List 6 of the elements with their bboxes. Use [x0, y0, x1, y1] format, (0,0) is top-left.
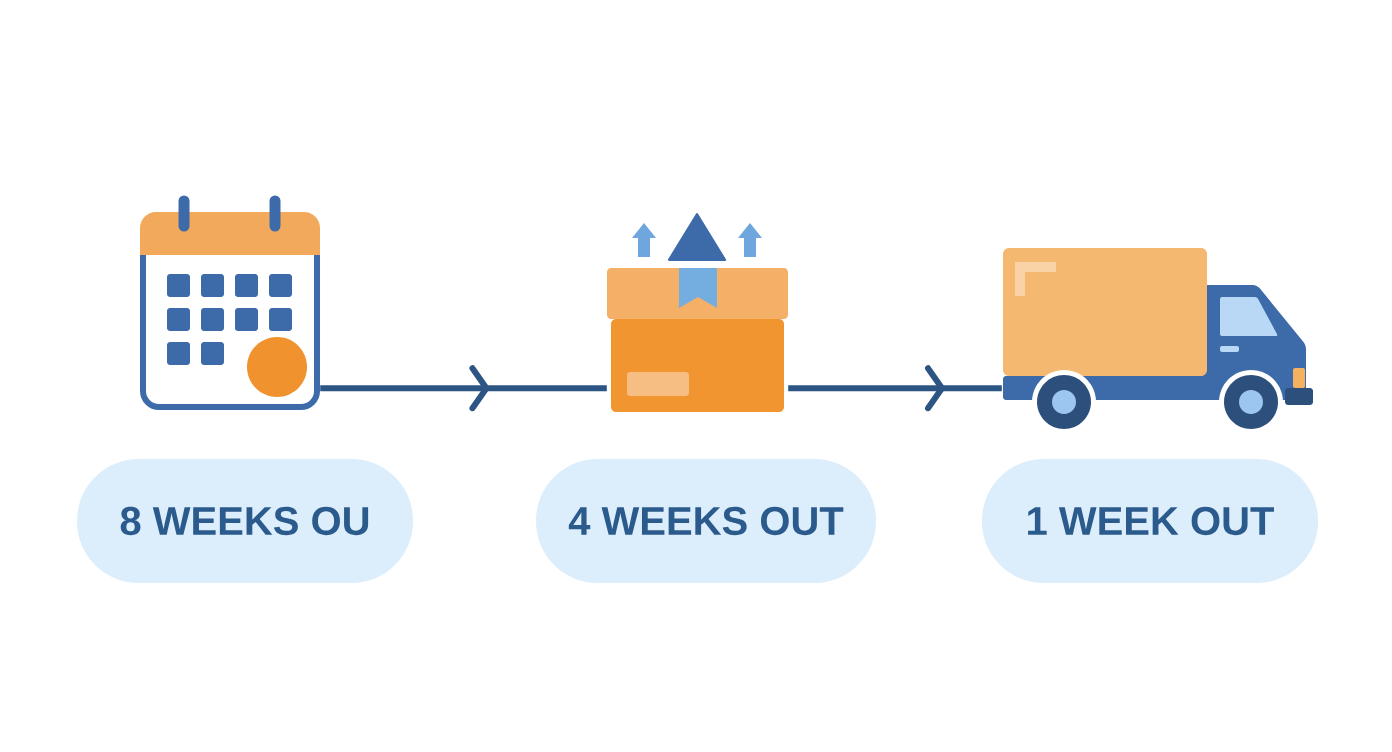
- label-pill: 8 WEEKS OU: [77, 459, 413, 583]
- truck-icon: [1003, 248, 1313, 429]
- label-pill: 4 WEEKS OUT: [536, 459, 876, 583]
- package-icon: [607, 213, 788, 412]
- label-pill: 1 WEEK OUT: [982, 459, 1318, 583]
- calendar-icon: [140, 195, 320, 410]
